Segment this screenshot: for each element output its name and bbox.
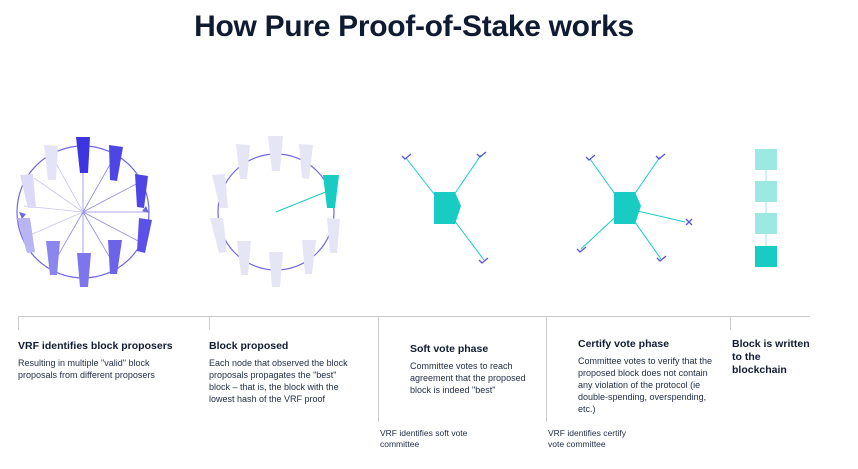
certify-vote-node-icon	[576, 153, 693, 262]
check-icon	[655, 153, 666, 160]
proposer-token	[46, 241, 60, 275]
proposer-token	[17, 218, 35, 253]
block-proposers-icon	[16, 137, 152, 287]
faded-token	[237, 241, 251, 275]
proposer-token	[108, 240, 122, 274]
step-divider	[378, 316, 379, 422]
blockchain-stack-icon	[755, 149, 777, 267]
chain-block-new	[755, 246, 777, 267]
proposed-block-icon	[210, 136, 340, 287]
certify-vote-node	[614, 192, 641, 224]
faded-token	[269, 252, 283, 287]
step-divider	[209, 316, 210, 330]
faded-token	[212, 174, 228, 208]
best-block	[323, 175, 339, 208]
check-icon	[576, 246, 587, 253]
step-divider	[730, 316, 731, 330]
step-label-certify-vote: Certify vote phase	[578, 338, 670, 350]
proposer-token	[135, 174, 148, 208]
step-divider	[18, 316, 19, 330]
chain-block	[755, 213, 777, 234]
page-title: How Pure Proof-of-Stake works	[194, 10, 634, 43]
cross-icon	[685, 218, 693, 226]
faded-tokens	[210, 136, 340, 287]
faded-token	[268, 136, 283, 171]
timeline-baseline	[18, 316, 810, 317]
proposer-arrow-head	[142, 206, 149, 213]
faded-token	[327, 218, 340, 253]
step-label-blockchain: Block is written to the blockchain	[732, 338, 810, 376]
sub-note-certify-committee: VRF identifies certify vote committee	[548, 428, 626, 449]
check-icon	[478, 257, 489, 264]
faded-token	[299, 144, 313, 179]
faded-token	[210, 218, 227, 253]
check-icon	[401, 153, 412, 160]
step-label-block-proposed: Block proposed	[209, 340, 289, 352]
proposer-token	[20, 174, 36, 208]
soft-vote-node-icon	[401, 151, 489, 264]
soft-vote-node	[434, 192, 461, 224]
proposer-arrow-head	[19, 212, 26, 219]
faded-token	[302, 240, 316, 274]
proposer-token	[77, 253, 91, 287]
check-icon	[476, 151, 487, 158]
proposer-tokens	[17, 137, 152, 287]
chain-block	[755, 181, 777, 202]
chain-block	[755, 149, 777, 170]
sub-note-soft-committee: VRF identifies soft vote committee	[380, 428, 468, 449]
step-desc-soft-vote: Committee votes to reach agreement that …	[410, 361, 526, 395]
proposal-ray	[275, 190, 329, 213]
proposer-token	[109, 145, 123, 181]
proposer-token	[137, 218, 152, 253]
check-icon	[656, 255, 667, 262]
faded-token	[236, 144, 250, 179]
step-divider	[546, 316, 547, 422]
step-desc-vrf-proposers: Resulting in multiple "valid" block prop…	[18, 358, 155, 380]
step-desc-certify-vote: Committee votes to verify that the propo…	[578, 356, 713, 414]
step-label-vrf-proposers: VRF identifies block proposers	[18, 340, 173, 352]
proposer-token	[76, 137, 90, 173]
check-icon	[585, 154, 596, 161]
proposer-token	[44, 145, 58, 180]
step-label-soft-vote: Soft vote phase	[410, 343, 489, 355]
step-desc-block-proposed: Each node that observed the block propos…	[209, 358, 348, 404]
